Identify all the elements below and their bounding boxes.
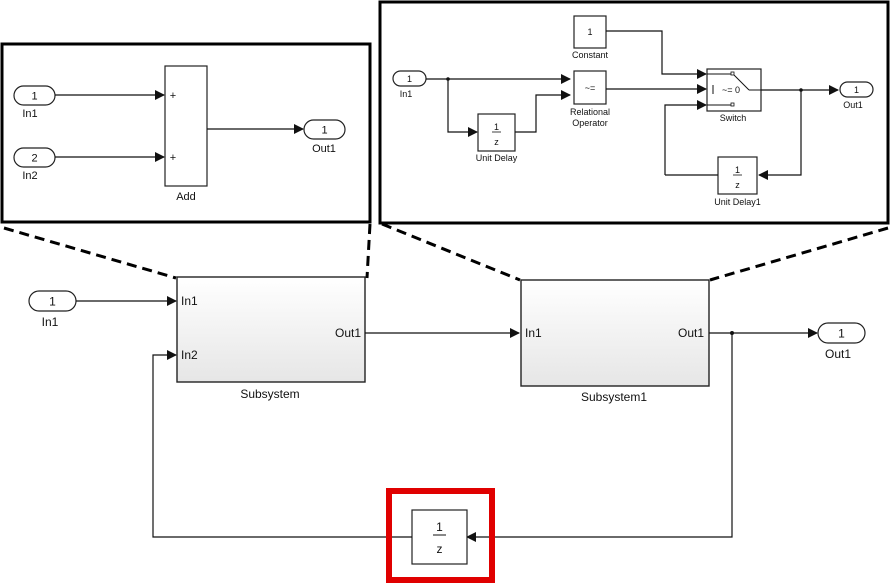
delay-numerator: 1 xyxy=(436,520,443,534)
delay-denominator: z xyxy=(437,542,443,556)
switch-label: Switch xyxy=(720,113,747,123)
port-label: In1 xyxy=(525,326,542,340)
add-block[interactable]: + + Add xyxy=(164,65,208,203)
delay-numerator: 1 xyxy=(494,122,499,132)
subsystem-block[interactable]: In1 In2 Out1 Subsystem xyxy=(176,276,366,401)
constant-value: 1 xyxy=(587,27,592,37)
port-label: Out1 xyxy=(678,326,704,340)
highlight-box xyxy=(386,488,495,583)
constant-label: Constant xyxy=(572,50,609,60)
outport-out1[interactable]: 1 Out1 xyxy=(839,81,874,110)
unit-delay-block[interactable]: 1 z xyxy=(411,509,468,565)
outport-number: 1 xyxy=(838,327,845,341)
constant-block[interactable]: 1 Constant xyxy=(572,15,609,60)
subsystem1-label: Subsystem1 xyxy=(581,390,647,404)
delay-denominator: z xyxy=(494,137,499,147)
outport-label: Out1 xyxy=(843,100,863,110)
inport-label: In2 xyxy=(22,170,37,182)
feedback-line[interactable] xyxy=(466,333,733,542)
unit-delay1-block[interactable]: 1 z Unit Delay1 xyxy=(714,156,761,207)
outport-label: Out1 xyxy=(825,347,851,361)
add-label: Add xyxy=(176,191,196,203)
add-sign: + xyxy=(170,90,176,102)
relational-operator-block[interactable]: ~= Relational Operator xyxy=(570,70,610,128)
signal-line[interactable] xyxy=(758,90,802,180)
outport-number: 1 xyxy=(321,125,327,137)
switch-block[interactable]: ~= 0 Switch xyxy=(706,68,762,123)
callout-lines xyxy=(3,222,889,282)
inport-number: 1 xyxy=(49,295,56,309)
outport-number: 1 xyxy=(854,85,859,95)
signal-line[interactable] xyxy=(515,90,571,133)
signal-line[interactable] xyxy=(664,100,707,175)
port-label: In2 xyxy=(181,348,198,362)
inport-label: In1 xyxy=(400,89,413,99)
signal-line[interactable] xyxy=(606,30,707,79)
main-outport-out1[interactable]: 1 Out1 xyxy=(817,322,866,361)
inport-number: 1 xyxy=(407,74,412,84)
inport-label: In1 xyxy=(42,315,59,329)
inport-in1[interactable]: 1 In1 xyxy=(13,85,56,120)
inport-number: 1 xyxy=(31,91,37,103)
port-label: Out1 xyxy=(335,326,361,340)
inport-in2[interactable]: 2 In2 xyxy=(13,147,56,182)
main-inport-in1[interactable]: 1 In1 xyxy=(28,290,77,329)
subsystem-label: Subsystem xyxy=(240,387,299,401)
unit-delay-block[interactable]: 1 z Unit Delay xyxy=(476,113,518,163)
delay-denominator: z xyxy=(735,180,740,190)
relational-label: Operator xyxy=(572,118,608,128)
feedback-line[interactable] xyxy=(152,350,412,538)
signal-line[interactable] xyxy=(447,79,478,137)
main-diagram: 1 In1 In1 In2 Out1 Subsystem In1 Out1 Su… xyxy=(28,276,866,583)
delay-numerator: 1 xyxy=(735,165,740,175)
port-label: In1 xyxy=(181,294,198,308)
left-inset-panel: 1 In1 2 In2 + + Add 1 Out1 xyxy=(0,42,372,224)
outport-out1[interactable]: 1 Out1 xyxy=(303,119,346,155)
inport-label: In1 xyxy=(22,108,37,120)
relational-label: Relational xyxy=(570,107,610,117)
unit-delay1-label: Unit Delay1 xyxy=(714,197,761,207)
subsystem1-block[interactable]: In1 Out1 Subsystem1 xyxy=(520,279,710,404)
inport-number: 2 xyxy=(31,153,37,165)
switch-criteria: ~= 0 xyxy=(722,85,740,95)
right-inset-panel: 1 In1 1 z Unit Delay ~= Relational Opera… xyxy=(378,0,890,225)
unit-delay-label: Unit Delay xyxy=(476,153,518,163)
outport-label: Out1 xyxy=(312,143,336,155)
add-sign: + xyxy=(170,152,176,164)
relational-op: ~= xyxy=(585,83,596,93)
